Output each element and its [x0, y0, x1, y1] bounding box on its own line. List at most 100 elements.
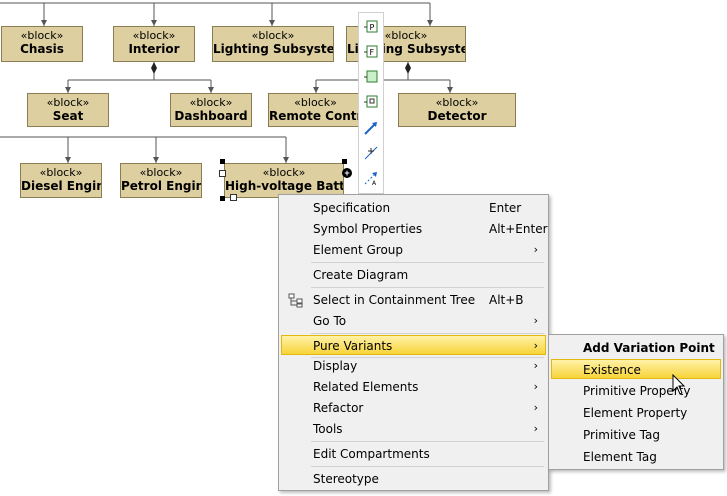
menu-item-label: Create Diagram: [313, 268, 409, 282]
svg-text:F: F: [370, 48, 375, 57]
submenu-item-label: Primitive Tag: [583, 428, 660, 442]
submenu-item-existence[interactable]: Existence: [551, 359, 721, 379]
svg-text:P: P: [370, 23, 375, 32]
menu-item-label: Select in Containment Tree: [313, 293, 476, 307]
submenu-item-primitive-tag[interactable]: Primitive Tag: [551, 425, 721, 445]
menu-item-display[interactable]: Display ›: [281, 356, 546, 376]
block-interior[interactable]: «block» Interior: [113, 26, 195, 62]
directed-association-icon[interactable]: [363, 120, 379, 136]
submenu-item-label: Primitive Property: [583, 384, 691, 398]
block-stereotype: «block»: [294, 96, 337, 109]
submenu-item-label: Element Tag: [583, 450, 657, 464]
block-name: Remote Control: [269, 109, 362, 123]
block-name: Interior: [128, 42, 180, 56]
menu-item-tools[interactable]: Tools ›: [281, 419, 546, 439]
compartment-toggle-icon[interactable]: [230, 194, 237, 201]
menu-item-specification[interactable]: Specification Enter: [281, 198, 546, 218]
menu-item-label: Display: [313, 359, 358, 373]
chevron-right-icon: ›: [533, 422, 538, 435]
menu-item-label: Element Group: [313, 243, 404, 257]
menu-item-refactor[interactable]: Refactor›: [281, 398, 546, 418]
block-stereotype: «block»: [262, 166, 306, 179]
block-name: Diesel Engine: [21, 179, 101, 193]
block-dashboard[interactable]: «block» Dashboard: [170, 93, 252, 127]
compartment-icon[interactable]: [363, 69, 379, 85]
menu-item-label: Symbol Properties: [313, 222, 423, 236]
block-stereotype: «block»: [139, 166, 183, 179]
compartment-toggle-icon[interactable]: [219, 170, 226, 177]
menu-item-related-elements[interactable]: Related Elements ›: [281, 377, 546, 397]
menu-item-stereotype[interactable]: Stereotype: [281, 469, 546, 489]
reference-icon[interactable]: [363, 94, 379, 110]
submenu-header-add-variation-point: Add Variation Point: [551, 338, 721, 358]
block-stereotype: «block»: [46, 96, 90, 109]
smart-manipulator-toolbar: P F A: [358, 12, 384, 194]
chevron-right-icon: ›: [533, 314, 538, 327]
svg-text:A: A: [372, 180, 377, 186]
menu-item-create-diagram[interactable]: Create Diagram: [281, 265, 546, 285]
chevron-right-icon: ›: [533, 339, 538, 352]
submenu-header-label: Add Variation Point: [583, 341, 715, 355]
block-stereotype: «block»: [20, 29, 64, 42]
block-diesel-engine[interactable]: «block» Diesel Engine: [20, 163, 102, 198]
dependency-icon[interactable]: A: [363, 170, 379, 186]
menu-separator: [311, 287, 544, 288]
block-name: High-voltage Battery: [225, 179, 343, 193]
submenu-item-element-property[interactable]: Element Property: [551, 403, 721, 423]
block-stereotype: «block»: [384, 29, 428, 42]
mouse-cursor-icon: [672, 374, 686, 395]
submenu-item-label: Existence: [583, 363, 641, 377]
block-name: Lighting Subsystem: [213, 42, 333, 56]
selection-handle[interactable]: [220, 196, 225, 201]
block-name: Seat: [52, 109, 84, 123]
menu-item-go-to[interactable]: Go To›: [281, 311, 546, 331]
block-petrol-engine[interactable]: «block» Petrol Engine: [120, 163, 202, 198]
pure-variants-submenu: Add Variation Point Existence Primitive …: [548, 334, 724, 470]
add-icon[interactable]: +: [342, 168, 352, 178]
menu-separator: [311, 357, 544, 358]
block-stereotype: «block»: [435, 96, 479, 109]
chevron-right-icon: ›: [533, 359, 538, 372]
block-lighting-subsystem[interactable]: «block» Lighting Subsystem: [212, 26, 334, 62]
menu-item-edit-compartments[interactable]: Edit Compartments: [281, 444, 546, 464]
menu-item-shortcut: Alt+Enter: [489, 222, 548, 236]
block-stereotype: «block»: [251, 29, 295, 42]
menu-item-select-in-containment-tree[interactable]: Select in Containment Tree Alt+B: [281, 290, 546, 310]
submenu-item-label: Element Property: [583, 406, 688, 420]
part-property-icon[interactable]: P: [363, 19, 379, 35]
menu-item-pure-variants[interactable]: Pure Variants›: [281, 335, 546, 355]
submenu-item-element-tag[interactable]: Element Tag: [551, 447, 721, 467]
menu-item-label: Stereotype: [313, 472, 379, 486]
block-seat[interactable]: «block» Seat: [27, 93, 109, 127]
menu-item-label: Related Elements: [313, 380, 419, 394]
chevron-right-icon: ›: [533, 243, 538, 256]
selection-handle[interactable]: [342, 159, 347, 164]
chevron-right-icon: ›: [533, 401, 538, 414]
block-stereotype: «block»: [39, 166, 83, 179]
selection-handle[interactable]: [220, 159, 225, 164]
containment-tree-icon: [288, 293, 303, 308]
block-detector[interactable]: «block» Detector: [398, 93, 516, 127]
menu-separator: [311, 262, 544, 263]
menu-item-symbol-properties[interactable]: Symbol Properties Alt+Enter: [281, 219, 548, 239]
block-name: Dashboard: [174, 109, 248, 123]
menu-item-element-group[interactable]: Element Group ›: [281, 240, 546, 260]
submenu-item-primitive-property[interactable]: Primitive Property: [551, 381, 721, 401]
chevron-right-icon: ›: [533, 380, 538, 393]
block-remote-control[interactable]: «block» Remote Control: [268, 93, 363, 127]
menu-item-shortcut: Alt+B: [489, 293, 524, 307]
block-high-voltage-battery[interactable]: «block» High-voltage Battery: [224, 163, 344, 198]
menu-item-shortcut: Enter: [489, 201, 522, 215]
menu-item-label: Tools: [313, 422, 343, 436]
block-name: Chasis: [20, 42, 64, 56]
block-stereotype: «block»: [189, 96, 233, 109]
menu-item-label: Specification: [313, 201, 391, 215]
menu-separator: [311, 333, 544, 334]
anchor-icon[interactable]: [363, 145, 379, 161]
block-name: Petrol Engine: [121, 179, 201, 193]
block-chasis[interactable]: «block» Chasis: [1, 26, 83, 62]
block-stereotype: «block»: [132, 29, 176, 42]
flow-property-icon[interactable]: F: [363, 44, 379, 60]
